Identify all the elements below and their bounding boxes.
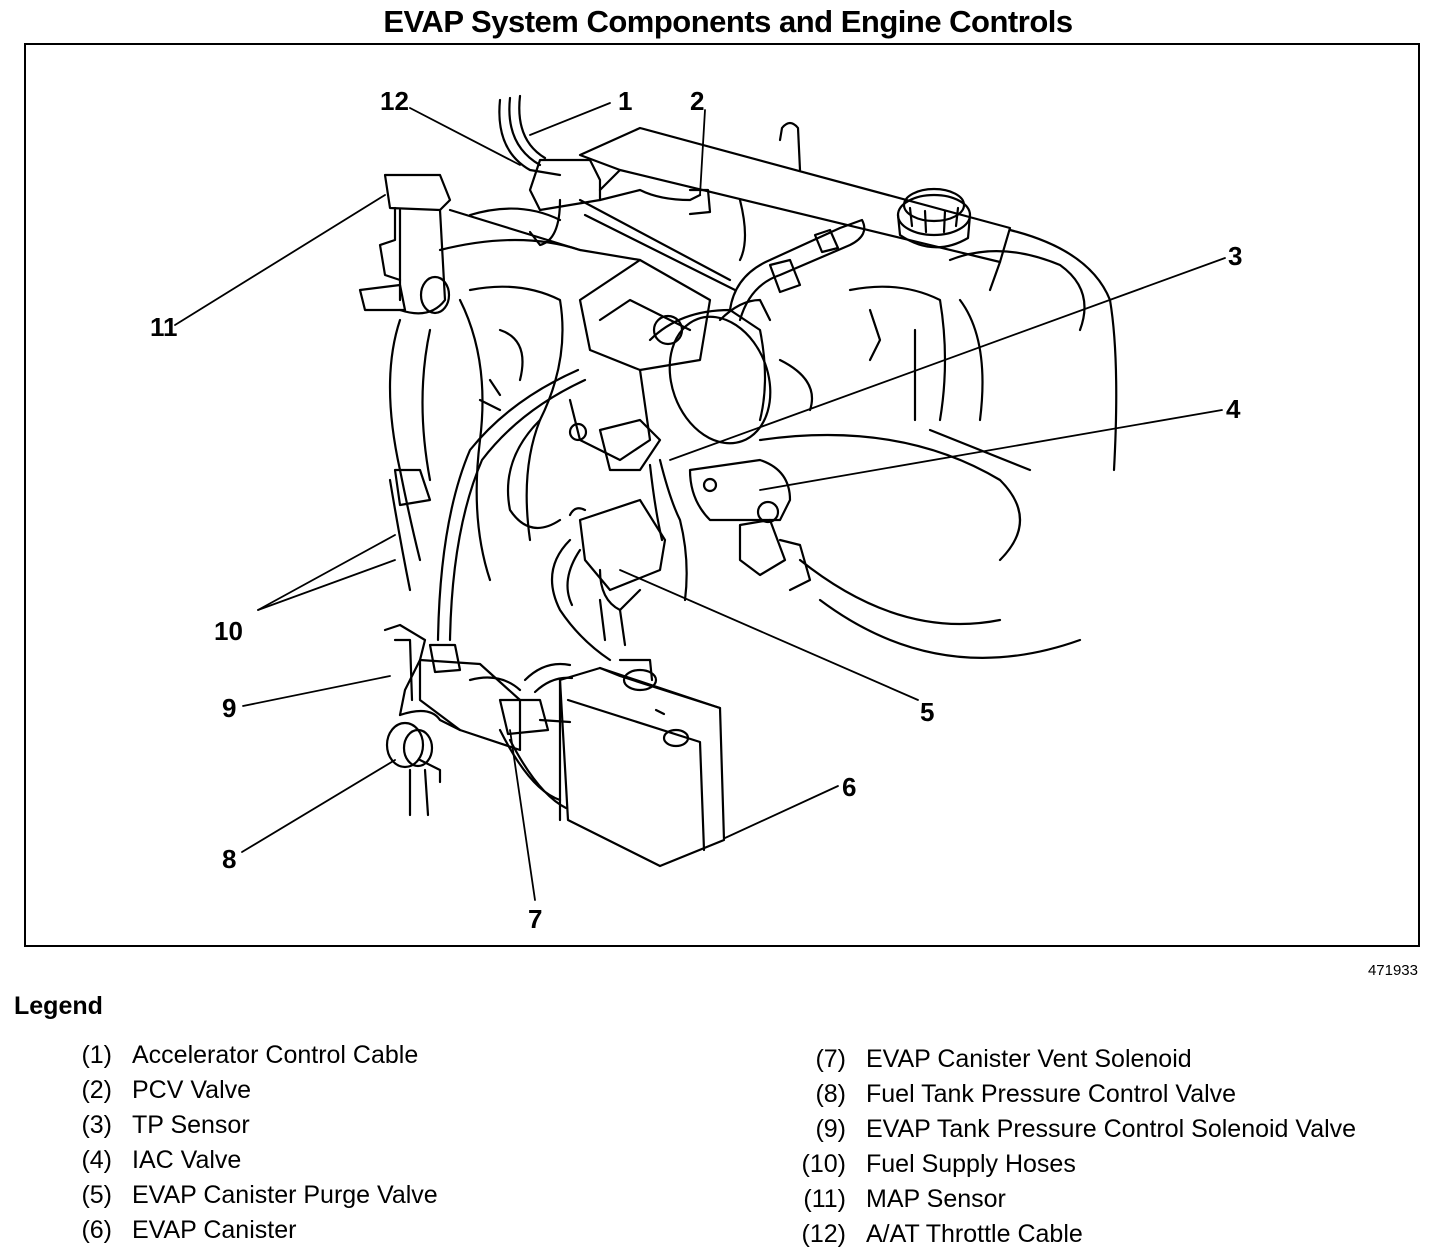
legend-number: (1) [81, 1041, 112, 1069]
leader-lines [174, 102, 1226, 901]
evap-hose [436, 368, 688, 662]
legend-label: PCV Valve [132, 1076, 252, 1104]
tank-pressure-valve [383, 468, 462, 817]
legend-number: (7) [815, 1045, 846, 1073]
legend-item-5: (5) EVAP Canister Purge Valve [76, 1181, 437, 1209]
legend-title: Legend [14, 992, 103, 1020]
legend-number: (8) [815, 1080, 846, 1108]
engine-block [758, 228, 1118, 659]
callout-4: 4 [1226, 394, 1241, 424]
legend-label: EVAP Canister Vent Solenoid [866, 1045, 1192, 1073]
legend-number: (4) [81, 1146, 112, 1174]
legend-number: (6) [81, 1216, 112, 1244]
legend-label: Fuel Supply Hoses [866, 1150, 1076, 1178]
purge-solenoid [568, 498, 667, 647]
legend-item-7: (7) EVAP Canister Vent Solenoid [794, 1045, 1191, 1073]
throttle-body [568, 258, 712, 472]
figure-id: 471933 [1367, 962, 1418, 979]
legend-number: (10) [801, 1150, 846, 1178]
callout-2: 2 [690, 86, 705, 116]
cable-bracket [498, 94, 737, 292]
callout-3: 3 [1228, 241, 1243, 271]
diagram-frame [24, 43, 1420, 947]
legend-label: IAC Valve [132, 1146, 242, 1174]
air-duct [648, 298, 772, 445]
callout-5: 5 [920, 697, 935, 727]
callout-7: 7 [528, 904, 543, 934]
callout-1: 1 [618, 86, 633, 116]
legend-item-9: (9) EVAP Tank Pressure Control Solenoid … [794, 1115, 1356, 1143]
legend-item-2: (2) PCV Valve [76, 1076, 251, 1104]
legend-label: Fuel Tank Pressure Control Valve [866, 1080, 1237, 1108]
legend-item-4: (4) IAC Valve [76, 1146, 241, 1174]
diagram-title: EVAP System Components and Engine Contro… [383, 4, 1073, 39]
legend-item-6: (6) EVAP Canister [76, 1216, 296, 1244]
callout-10: 10 [214, 616, 243, 646]
legend-label: A/AT Throttle Cable [866, 1220, 1083, 1248]
vent-solenoid [418, 643, 574, 810]
legend-number: (11) [803, 1185, 846, 1213]
legend-item-1: (1) Accelerator Control Cable [76, 1041, 418, 1069]
callout-11: 11 [150, 312, 178, 342]
callout-6: 6 [842, 772, 857, 802]
legend-label: EVAP Canister [132, 1216, 297, 1244]
legend-number: (5) [81, 1181, 112, 1209]
legend-item-11: (11) MAP Sensor [794, 1185, 1006, 1213]
legend-item-10: (10) Fuel Supply Hoses [794, 1150, 1076, 1178]
legend-item-12: (12) A/AT Throttle Cable [794, 1220, 1083, 1248]
legend-item-3: (3) TP Sensor [76, 1111, 249, 1139]
legend-number: (9) [815, 1115, 846, 1143]
map-sensor [358, 173, 452, 315]
legend-label: EVAP Tank Pressure Control Solenoid Valv… [866, 1115, 1357, 1143]
legend-item-8: (8) Fuel Tank Pressure Control Valve [794, 1080, 1236, 1108]
engine-illustration [174, 94, 1226, 901]
pcv-hose [728, 218, 866, 322]
legend-number: (2) [81, 1076, 112, 1104]
legend-label: Accelerator Control Cable [132, 1041, 419, 1069]
valve-cover [578, 121, 1012, 292]
legend-label: EVAP Canister Purge Valve [132, 1181, 438, 1209]
intake-manifold [388, 207, 642, 582]
oil-fill-cap [896, 187, 972, 249]
legend-label: TP Sensor [132, 1111, 250, 1139]
legend-number: (3) [81, 1111, 112, 1139]
legend-label: MAP Sensor [866, 1185, 1006, 1213]
legend-number: (12) [801, 1220, 846, 1248]
iac-connector [688, 458, 812, 592]
callout-12: 12 [380, 86, 409, 116]
callout-9: 9 [222, 693, 237, 723]
evap-canister [558, 658, 726, 868]
callout-8: 8 [222, 844, 237, 874]
